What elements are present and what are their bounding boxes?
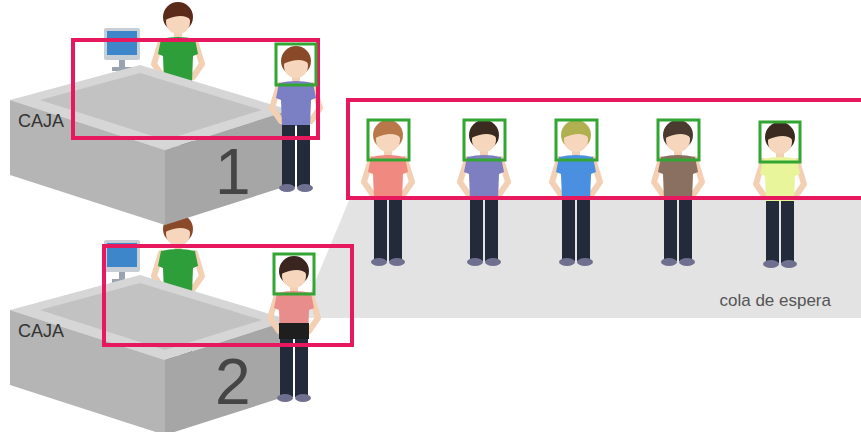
- region-box: [348, 100, 861, 198]
- face-box: [658, 120, 699, 160]
- counter-front: [165, 320, 290, 432]
- counter-label: CAJA: [18, 112, 64, 130]
- cash-counter: CAJA 1: [10, 100, 300, 225]
- counter-number: 2: [215, 350, 251, 414]
- counter-label: CAJA: [18, 322, 64, 340]
- region-box: [73, 40, 318, 138]
- face-box: [276, 44, 316, 85]
- queue-person: [654, 120, 702, 266]
- counter-front: [165, 110, 290, 225]
- queue-area: cola de espera: [300, 198, 861, 318]
- customer: [270, 256, 318, 402]
- counter-number: 1: [215, 140, 251, 204]
- queue-person: [552, 120, 600, 266]
- queue-person: [756, 122, 804, 268]
- counter-side: [10, 100, 165, 225]
- queue-person: [364, 120, 412, 266]
- cash-counter: CAJA 2: [10, 310, 300, 430]
- face-box: [760, 122, 800, 162]
- skirt: [279, 323, 309, 339]
- face-box: [556, 120, 597, 160]
- customer: [272, 46, 320, 192]
- queue-person: [460, 120, 508, 266]
- cash-monitor: [104, 28, 140, 71]
- face-box: [464, 120, 505, 160]
- counter-side: [10, 310, 165, 432]
- face-box: [274, 254, 314, 294]
- region-box: [104, 246, 352, 345]
- face-box: [368, 120, 409, 160]
- queue-label: cola de espera: [719, 292, 831, 309]
